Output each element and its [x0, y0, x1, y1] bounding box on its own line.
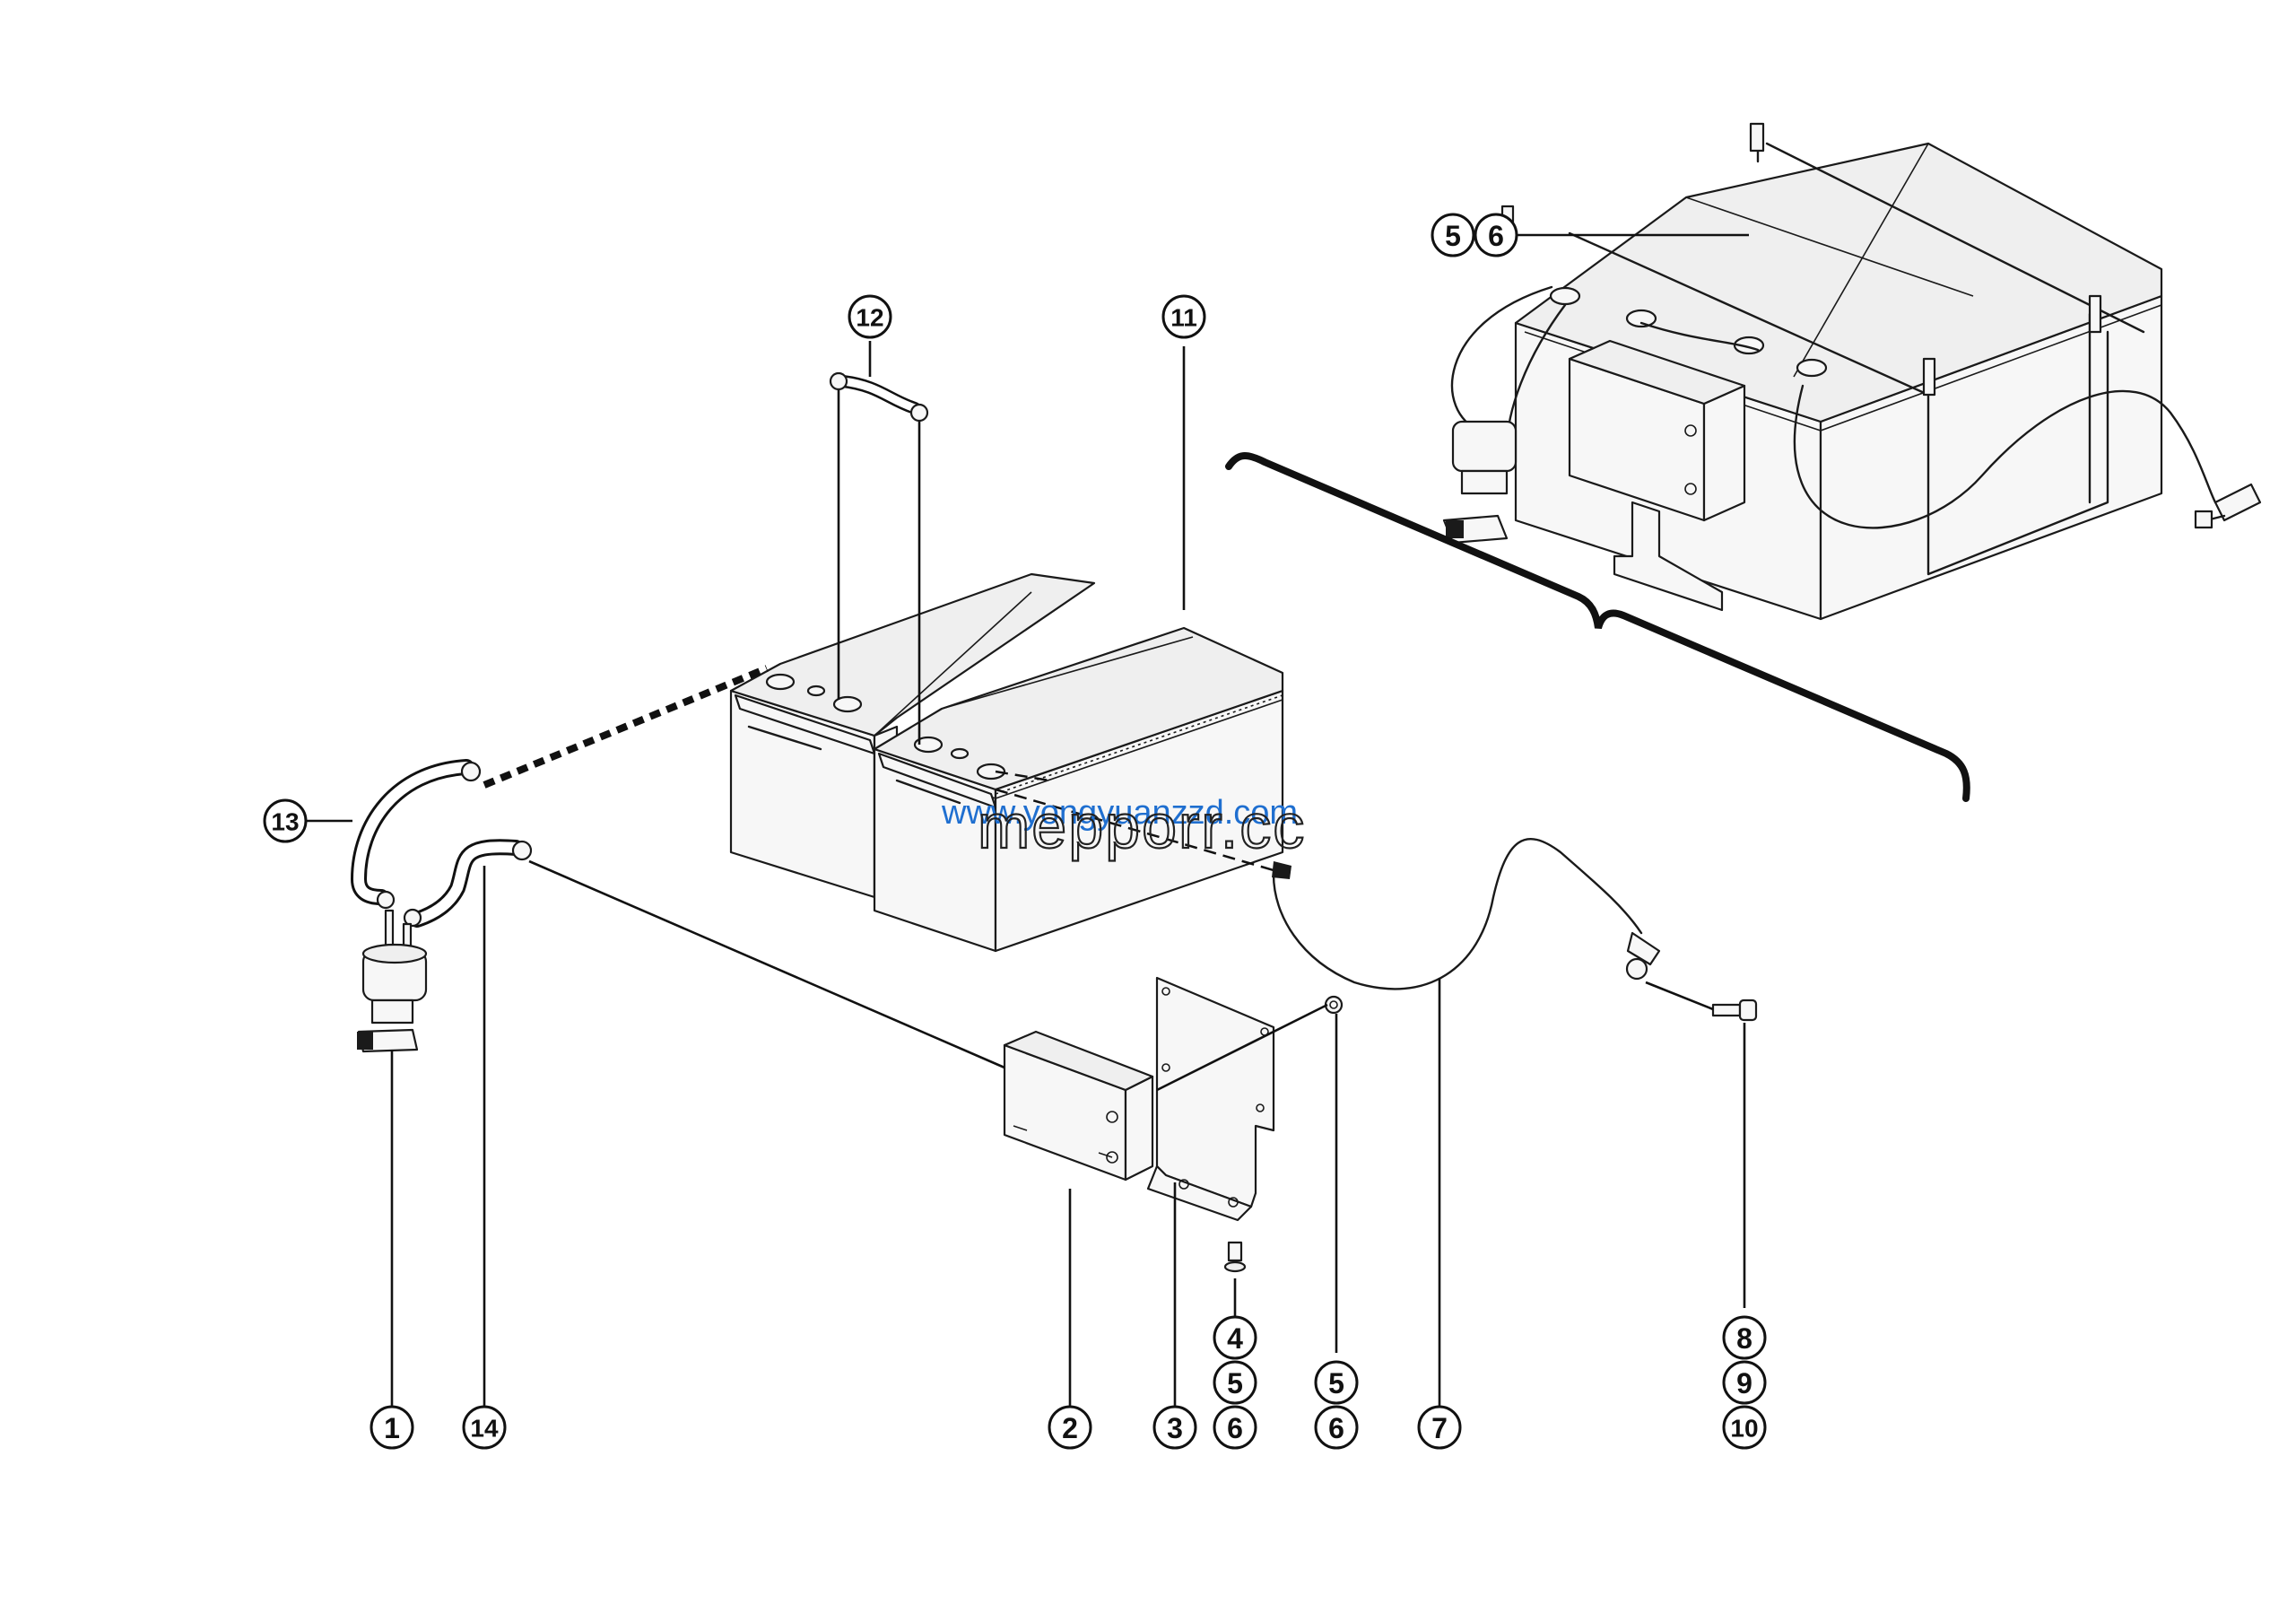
svg-text:7: 7	[1431, 1412, 1448, 1444]
assembly-brace	[1225, 452, 1970, 802]
mounting-bracket	[1146, 976, 1275, 1222]
svg-text:8: 8	[1736, 1322, 1752, 1355]
callout-11: 11	[1161, 294, 1206, 339]
callout-7: 7	[1417, 1405, 1462, 1450]
callout-13: 13	[263, 798, 308, 843]
washer-nut	[1324, 995, 1344, 1015]
watermark-url: www.yongyuanzzd.com	[941, 794, 1298, 832]
svg-text:6: 6	[1328, 1412, 1344, 1444]
svg-text:2: 2	[1062, 1412, 1078, 1444]
callout-4: 4	[1213, 1315, 1257, 1360]
svg-text:14: 14	[470, 1415, 499, 1443]
jumper-cable	[829, 371, 929, 745]
svg-text:5: 5	[1328, 1367, 1344, 1400]
svg-text:4: 4	[1227, 1322, 1243, 1355]
callout-10: 10	[1722, 1405, 1767, 1450]
callout-5-washer: 5	[1314, 1360, 1359, 1405]
svg-text:13: 13	[271, 808, 299, 836]
callout-5-inset: 5	[1431, 213, 1475, 257]
callout-12: 12	[848, 294, 892, 339]
callout-6-inset: 6	[1474, 213, 1518, 257]
callout-1: 1	[370, 1405, 414, 1450]
svg-text:9: 9	[1736, 1367, 1752, 1400]
callout-3: 3	[1152, 1405, 1197, 1450]
sensor-cable	[1272, 837, 1661, 990]
callout-6-washer: 6	[1314, 1405, 1359, 1450]
control-box	[1003, 1030, 1154, 1182]
battery-cables	[350, 759, 533, 928]
ground-cable-path	[483, 665, 769, 789]
bracket-screw	[1223, 1241, 1247, 1273]
svg-text:3: 3	[1167, 1412, 1183, 1444]
svg-text:6: 6	[1227, 1412, 1243, 1444]
sensor-cable-path	[995, 770, 1274, 872]
inset-assembled-view	[1442, 122, 2262, 621]
callout-8: 8	[1722, 1315, 1767, 1360]
svg-text:6: 6	[1488, 220, 1504, 252]
svg-text:10: 10	[1730, 1415, 1758, 1443]
svg-text:5: 5	[1227, 1367, 1243, 1400]
callout-14: 14	[462, 1405, 507, 1450]
battery-disconnect-switch	[357, 909, 428, 1053]
watermark-text: mepporr.cc	[978, 791, 1306, 861]
callout-9: 9	[1722, 1360, 1767, 1405]
callout-2: 2	[1048, 1405, 1092, 1450]
ground-bolt	[1711, 998, 1758, 1022]
svg-text:5: 5	[1445, 220, 1461, 252]
callout-6-bracket: 6	[1213, 1405, 1257, 1450]
svg-text:11: 11	[1170, 304, 1197, 332]
svg-text:1: 1	[384, 1412, 400, 1444]
leader-lines	[303, 233, 1749, 1407]
callout-5-bracket: 5	[1213, 1360, 1257, 1405]
battery-pair	[729, 572, 1284, 953]
svg-text:12: 12	[856, 304, 883, 332]
